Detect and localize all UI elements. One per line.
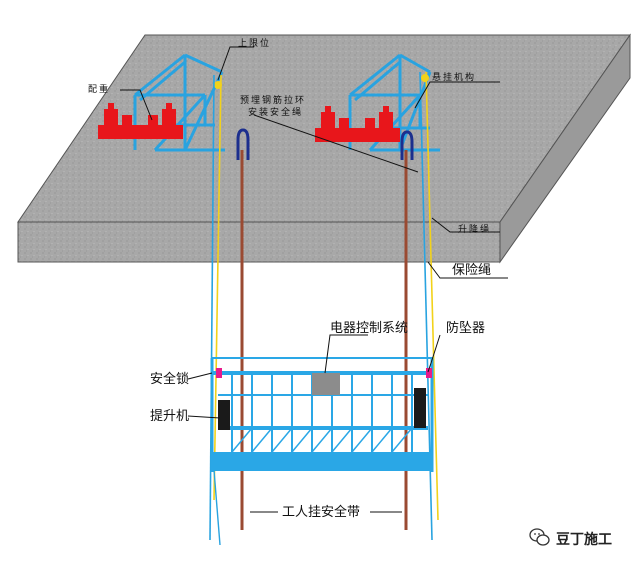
right-counterweight xyxy=(315,106,400,142)
label-electrical-control: 电器控制系统 xyxy=(330,321,408,336)
left-safety-lock xyxy=(216,368,222,378)
right-upper-limit-stop xyxy=(421,74,429,82)
label-safety-rope: 保险绳 xyxy=(452,263,491,278)
left-suspension-mechanism xyxy=(133,53,225,152)
label-fall-arrester: 防坠器 xyxy=(446,320,485,336)
label-safety-lock: 安全锁 xyxy=(150,371,189,387)
left-safety-rope xyxy=(213,74,222,501)
leader-lines xyxy=(120,46,508,513)
label-suspension-mechanism: 悬挂机构 xyxy=(432,71,476,83)
label-embedded-ring-2: 安装安全绳 xyxy=(248,106,303,118)
electrical-control-box xyxy=(312,373,340,395)
label-hoist-rope: 升降绳 xyxy=(458,223,491,235)
left-hoist-machine xyxy=(218,400,230,430)
label-worker-belt: 工人挂安全带 xyxy=(282,504,360,520)
roof-slab xyxy=(17,33,631,264)
slab-side-face xyxy=(499,33,631,264)
right-fall-arrester xyxy=(426,368,432,378)
left-embedded-rebar-ring xyxy=(236,128,250,160)
watermark: 豆丁施工 xyxy=(529,528,612,548)
label-hoist: 提升机 xyxy=(150,408,189,424)
watermark-text: 豆丁施工 xyxy=(556,531,612,548)
left-lower-rope-tail xyxy=(213,469,221,546)
left-counterweight xyxy=(98,103,183,139)
slab-front-face xyxy=(17,221,501,263)
label-upper-limit: 上限位 xyxy=(238,37,271,49)
label-embedded-ring-1: 预埋钢筋拉环 xyxy=(240,94,306,106)
left-upper-limit-stop xyxy=(214,81,222,89)
label-counterweight: 配重 xyxy=(88,83,110,95)
right-safety-rope xyxy=(425,71,439,521)
right-embedded-rebar-ring xyxy=(400,130,414,160)
right-hoist-machine xyxy=(414,388,426,428)
platform-floor xyxy=(212,452,432,470)
wechat-icon xyxy=(529,528,550,546)
